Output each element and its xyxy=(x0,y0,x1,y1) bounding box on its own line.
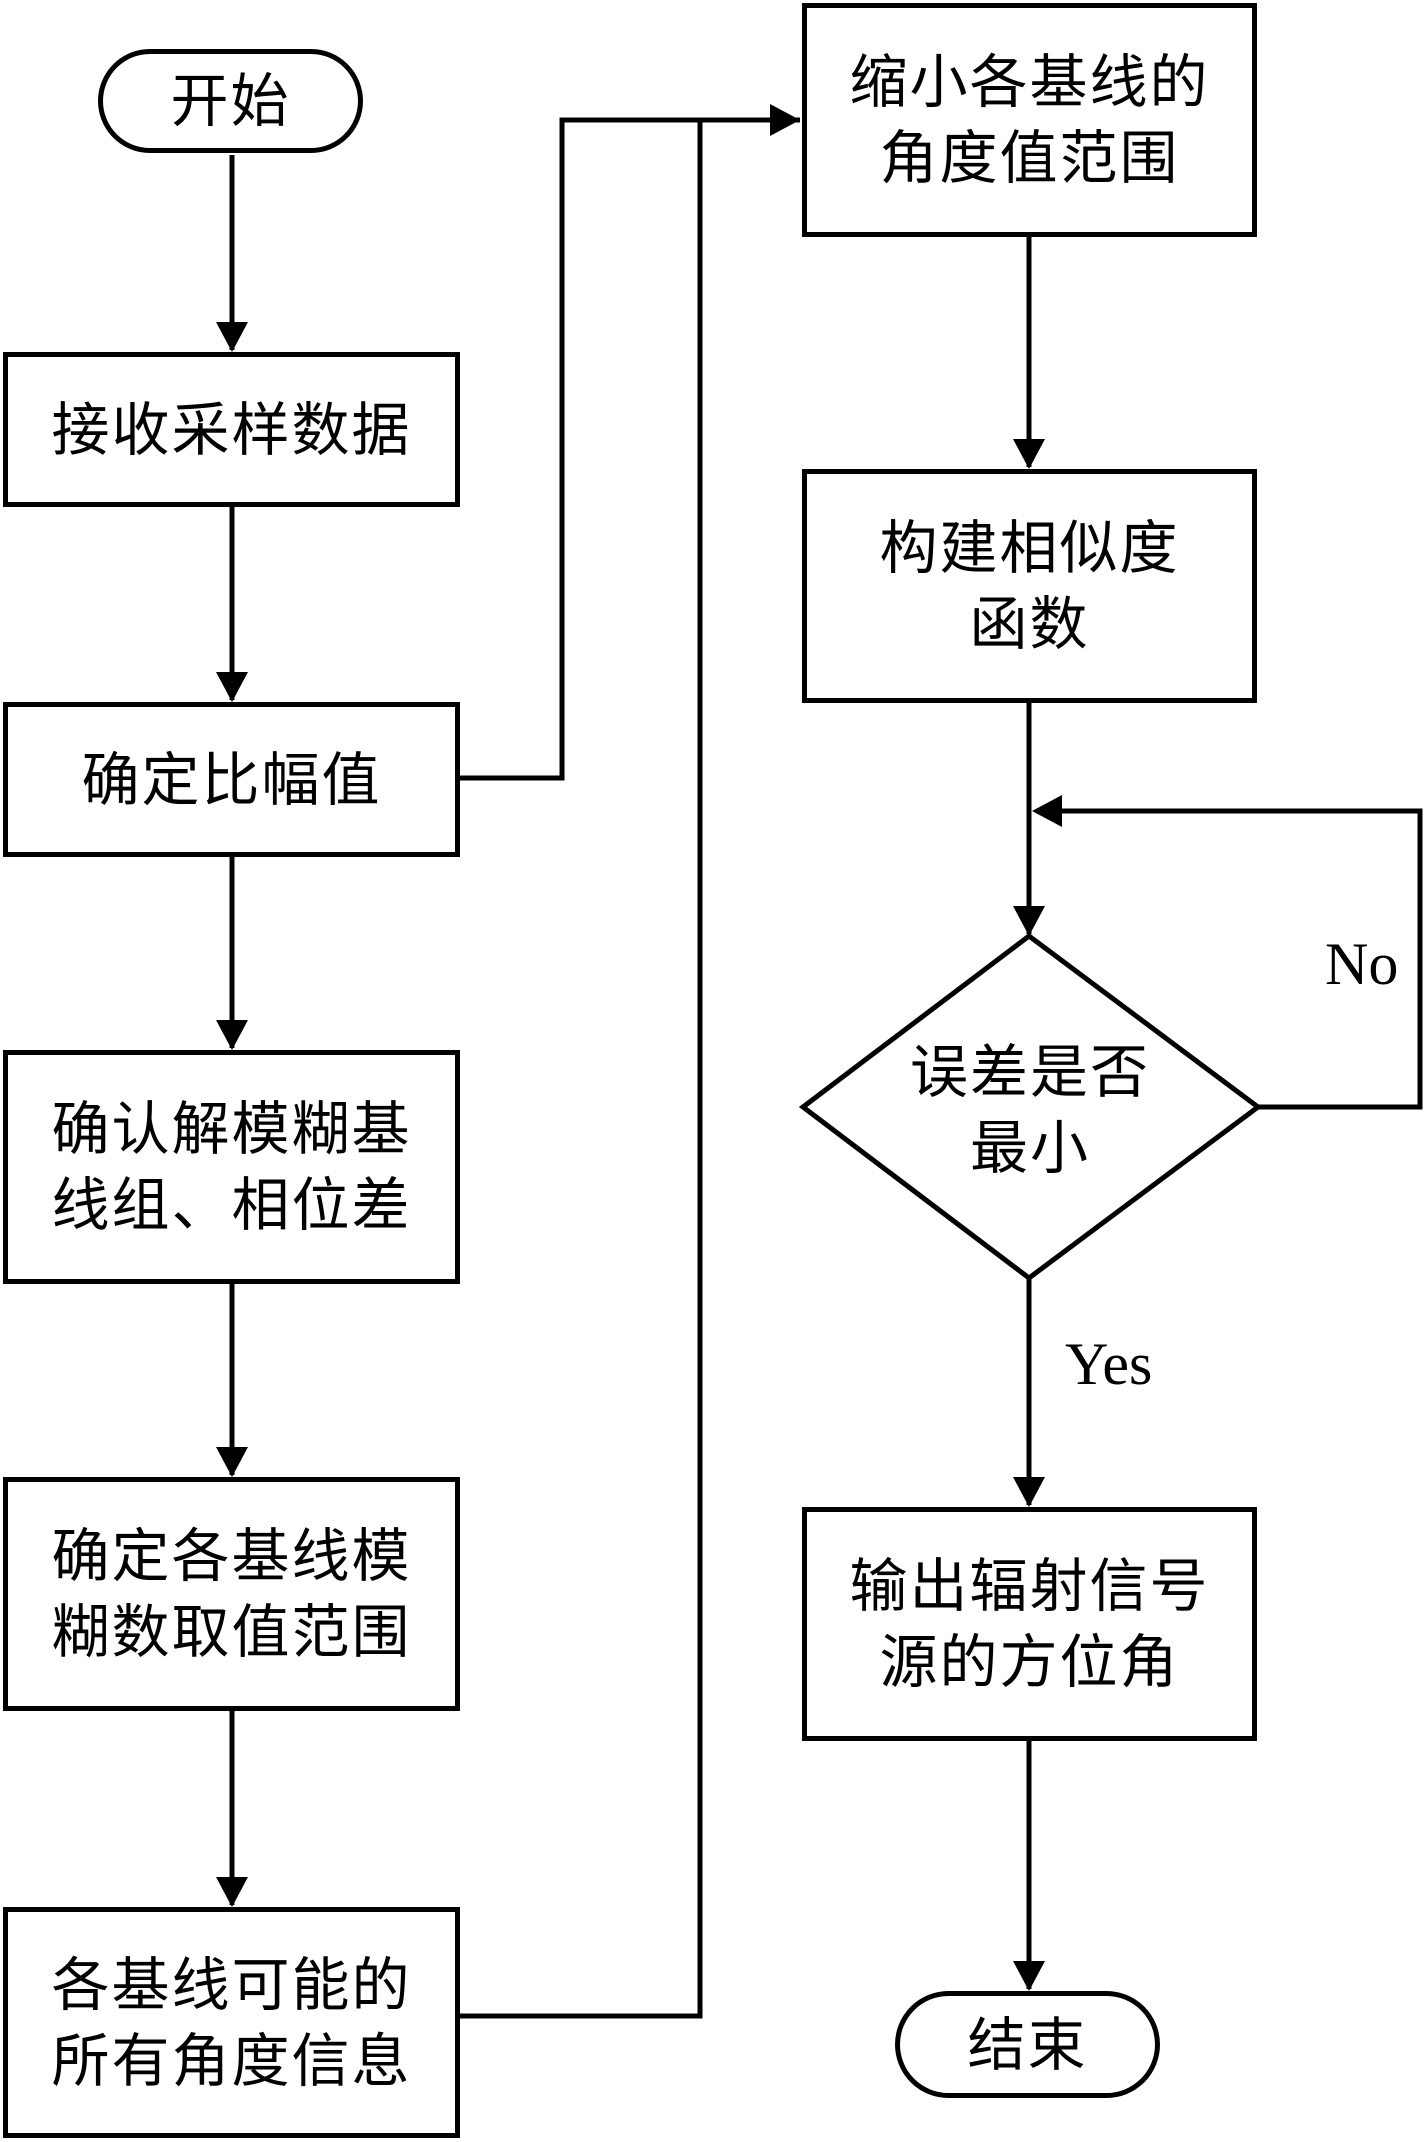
ratio-box: 确定比幅值 xyxy=(3,702,460,857)
arrowhead xyxy=(1013,1477,1045,1507)
ambiguity-range-box: 确定各基线模 糊数取值范围 xyxy=(3,1477,460,1711)
decision-text: 误差是否 最小 xyxy=(880,1030,1180,1190)
arrowhead xyxy=(216,1020,248,1050)
arrowhead xyxy=(1013,439,1045,469)
arrowhead xyxy=(216,1447,248,1477)
output-azimuth-label: 输出辐射信号 源的方位角 xyxy=(849,1552,1210,1696)
arrowhead xyxy=(216,1877,248,1907)
start-node: 开始 xyxy=(98,49,363,153)
receive-data-label: 接收采样数据 xyxy=(51,395,412,464)
end-label: 结束 xyxy=(967,2010,1088,2079)
connector-ratio-to-narrow xyxy=(460,117,800,781)
possible-angles-label: 各基线可能的 所有角度信息 xyxy=(51,1950,412,2095)
ratio-label: 确定比幅值 xyxy=(81,745,382,814)
narrow-range-label: 缩小各基线的 角度值范围 xyxy=(849,48,1210,192)
output-azimuth-box: 输出辐射信号 源的方位角 xyxy=(802,1507,1257,1741)
connector-no-loop xyxy=(1042,808,1423,1110)
possible-angles-box: 各基线可能的 所有角度信息 xyxy=(3,1907,460,2138)
confirm-baseline-label: 确认解模糊基 线组、相位差 xyxy=(51,1095,412,1239)
arrowhead xyxy=(216,322,248,352)
end-node: 结束 xyxy=(895,1991,1160,2098)
arrowhead xyxy=(1013,906,1045,936)
start-label: 开始 xyxy=(170,67,291,135)
narrow-range-box: 缩小各基线的 角度值范围 xyxy=(802,3,1257,237)
arrowhead xyxy=(1032,795,1062,827)
similarity-function-label: 构建相似度 函数 xyxy=(879,514,1180,658)
no-label: No xyxy=(1325,931,1399,997)
ambiguity-range-label: 确定各基线模 糊数取值范围 xyxy=(51,1522,412,1666)
yes-label: Yes xyxy=(1065,1331,1153,1397)
connector-angles-to-narrow xyxy=(460,120,703,2019)
arrowhead xyxy=(216,672,248,702)
arrowhead xyxy=(770,104,800,136)
similarity-function-box: 构建相似度 函数 xyxy=(802,469,1257,703)
confirm-baseline-box: 确认解模糊基 线组、相位差 xyxy=(3,1050,460,1284)
decision-label: 误差是否 最小 xyxy=(909,1038,1150,1182)
receive-data-box: 接收采样数据 xyxy=(3,352,460,507)
arrowhead xyxy=(1013,1961,1045,1991)
